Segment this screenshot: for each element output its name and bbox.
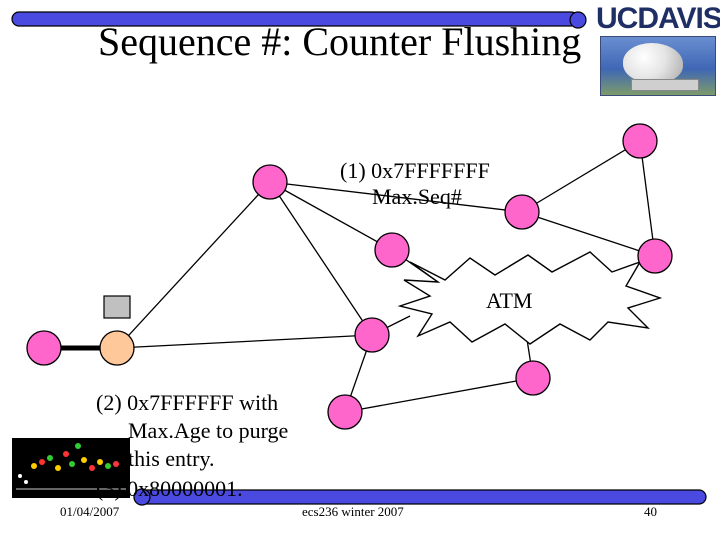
bottom-bar-start-circle [133, 488, 151, 506]
footer-page-number: 40 [644, 504, 657, 519]
atm-label: ATM [486, 288, 533, 313]
node [622, 123, 658, 159]
step1-label-line1: (1) 0x7FFFFFFF [340, 158, 490, 183]
footer-date: 01/04/2007 [60, 504, 120, 519]
node [252, 164, 288, 200]
campus-photo [600, 36, 716, 96]
step3-label: (3) 0x80000001. [96, 476, 243, 501]
step2-label-line1: (2) 0x7FFFFFF with [96, 390, 279, 415]
node [26, 330, 62, 366]
edge [116, 181, 271, 349]
ucdavis-logo: UCDAVIS [596, 4, 720, 34]
step1-label-line2: Max.Seq# [372, 184, 462, 209]
node-highlighted [99, 330, 135, 366]
logo-davis: DAVIS [637, 2, 720, 35]
node [637, 238, 673, 274]
logo-uc: UC [596, 2, 638, 35]
edge [269, 181, 373, 336]
gray-box [103, 295, 131, 319]
edge [521, 211, 656, 257]
step2-label-line2: Max.Age to purge [128, 418, 289, 443]
egg-sculpture [623, 43, 683, 83]
edge [269, 181, 393, 251]
sculpture-base [631, 79, 699, 91]
node [504, 194, 540, 230]
atm-cloud [397, 251, 663, 345]
decorative-image [12, 438, 130, 498]
node [374, 232, 410, 268]
decorative-dots [16, 443, 126, 490]
top-bar-end-circle [569, 11, 587, 29]
node [354, 317, 390, 353]
edge [269, 181, 523, 213]
edge [116, 334, 373, 349]
edge [639, 140, 656, 257]
edge [344, 377, 534, 413]
edge [521, 140, 641, 213]
node [327, 394, 363, 430]
step2-label-line3: this entry. [128, 446, 215, 471]
node [515, 360, 551, 396]
slide-title: Sequence #: Counter Flushing [98, 19, 582, 64]
footer-course: ecs236 winter 2007 [302, 504, 404, 519]
